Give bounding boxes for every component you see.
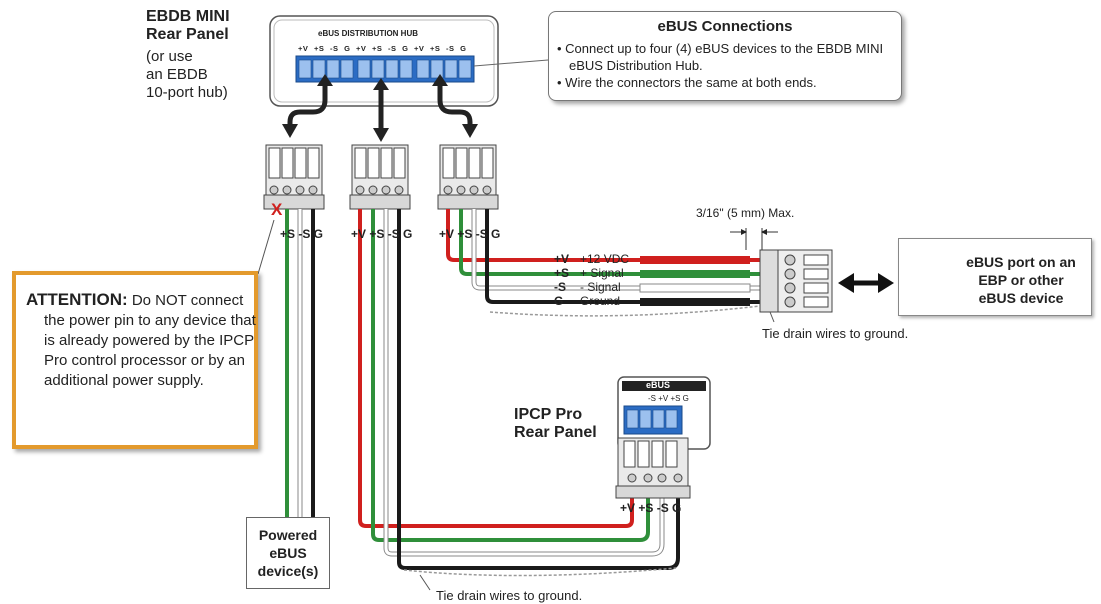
tie-drain-bottom-leader [419,574,431,591]
connection-arrows [287,86,473,130]
ebus-port-box: eBUS port on an EBP or other eBUS device [898,238,1092,316]
callout-bullet: • Wire the connectors the same at both e… [557,75,817,90]
ipcp-pin-header: -S +V +S G [648,394,689,403]
plug-connector-right [437,144,499,210]
wire-legend-bars [639,256,751,306]
tie-drain-right-label: Tie drain wires to ground. [762,326,909,341]
ipcp-connector-pin-labels: +V +S -S G [620,501,682,515]
middle-connector-pin-labels: +V +S -S G [351,227,413,241]
no-power-x-mark: X [271,200,283,219]
strip-length-dimension [730,228,778,250]
wire-legend-row: +S+ Signal [554,266,624,280]
attention-body: ATTENTION: Do NOT connect the power pin … [26,290,256,389]
side-plug-connector [759,249,833,323]
ipcp-pro-device [615,376,711,499]
ebus-connections-callout: eBUS Connections • Connect up to four (4… [548,11,902,101]
wires-right-to-cable [446,209,761,317]
wire-legend-row: +V+12 VDC [554,252,630,266]
strip-length-label: 3/16" (5 mm) Max. [696,206,795,220]
ipcp-title: IPCP Pro Rear Panel [514,406,597,441]
powered-device-box: Powered eBUS device(s) [246,517,330,589]
left-connector-pin-labels: +S -S G [280,227,324,241]
hub-pin-labels: +V +S -S G +V +S -S G +V +S -S G [298,44,467,53]
right-connector-pin-labels: +V +S -S G [439,227,501,241]
ipcp-panel-label: eBUS [646,380,671,390]
plug-connector-left [263,144,325,210]
callout-title: eBUS Connections [657,18,793,35]
ebdb-subtitle: (or use an EBDB 10-port hub) [146,48,228,101]
arrow-heads [282,74,478,142]
plug-connector-middle [349,144,411,210]
attention-box: ATTENTION: Do NOT connect the power pin … [12,271,258,449]
double-arrow [838,273,894,293]
callout-bullet-list: • Connect up to four (4) eBUS devices to… [557,40,901,91]
callout-bullet: • Connect up to four (4) eBUS devices to… [557,41,884,73]
wires-middle-to-ipcp [358,209,680,577]
tie-drain-bottom-label: Tie drain wires to ground. [436,588,583,603]
wires-left-to-powered-device [285,209,315,517]
wire-legend-row: -S- Signal [554,280,621,294]
ebdb-title: EBDB MINI Rear Panel [146,8,230,43]
attention-pointer [257,219,275,275]
ebus-port-box-text: eBUS port on an EBP or other eBUS device [966,254,1076,306]
hub-label: eBUS DISTRIBUTION HUB [318,29,419,38]
